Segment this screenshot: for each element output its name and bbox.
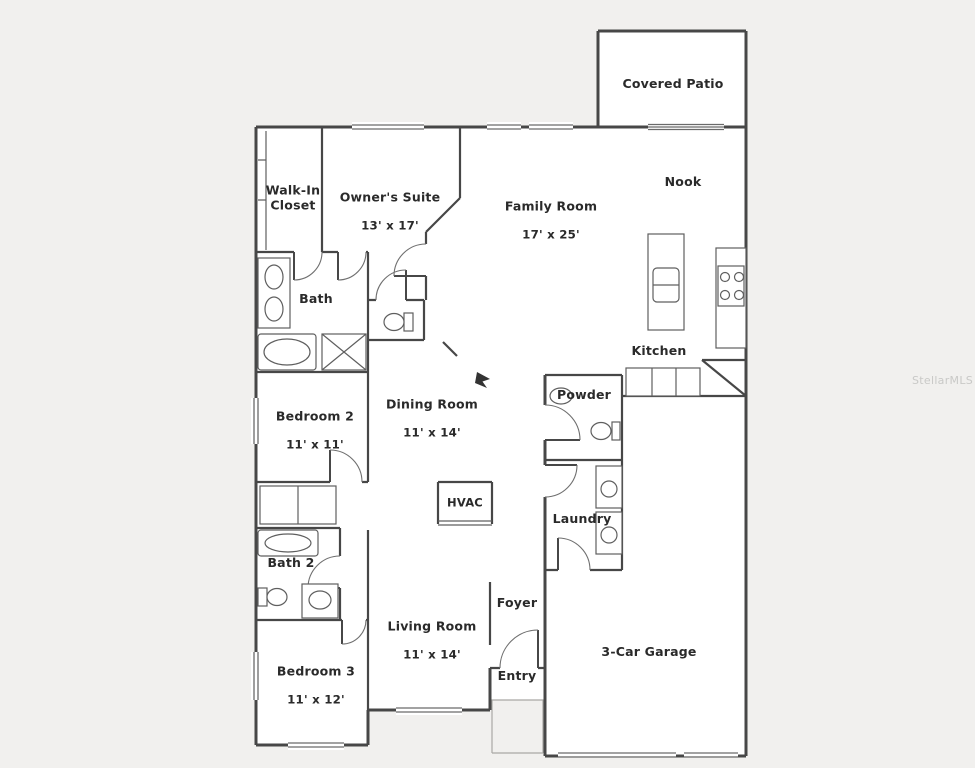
- sink: [264, 264, 284, 290]
- bath2-fixtures: [257, 529, 339, 619]
- angle-marker: [475, 372, 490, 388]
- garage-door-openings: [558, 752, 738, 758]
- label-walk-in-closet: Walk-In Closet: [265, 182, 321, 212]
- label-bedroom-3: Bedroom 3 11' x 12': [276, 663, 356, 707]
- toilet: [611, 421, 621, 441]
- label-living-room: Living Room 11' x 14': [387, 618, 477, 662]
- toilet: [403, 312, 414, 332]
- label-owners-suite: Owner's Suite 13' x 17': [339, 189, 441, 233]
- label-foyer: Foyer: [496, 594, 538, 610]
- hvac-louver-door: [438, 520, 492, 526]
- label-bedroom-2: Bedroom 2 11' x 11': [275, 408, 355, 452]
- powder-fixtures: [549, 387, 621, 441]
- owners-bath-fixtures: [257, 257, 414, 371]
- interior-walls: [256, 127, 747, 710]
- label-nook: Nook: [664, 173, 702, 189]
- watermark-stellarmls: StellarMLS: [912, 374, 974, 387]
- label-bath: Bath: [299, 290, 333, 306]
- label-covered-patio: Covered Patio: [622, 75, 724, 91]
- linen-shelves: [259, 485, 337, 525]
- label-garage: 3-Car Garage: [601, 643, 697, 659]
- kitchen-fixtures: [625, 233, 747, 397]
- label-family-room: Family Room 17' x 25': [504, 198, 598, 242]
- range: [717, 265, 745, 307]
- label-hvac: HVAC: [447, 495, 483, 510]
- appliance-counter: [625, 367, 701, 397]
- label-dining-room: Dining Room 11' x 14': [385, 396, 479, 440]
- patio-floor: [598, 31, 746, 127]
- closet-shelving: [258, 131, 267, 250]
- toilet: [257, 587, 268, 607]
- patio-slider-door: [648, 123, 724, 131]
- sink: [308, 590, 332, 610]
- windows: [251, 122, 724, 750]
- entry-porch-outline: [490, 699, 545, 754]
- house-floor: [256, 127, 746, 756]
- label-powder: Powder: [556, 386, 612, 402]
- door-swings: [293, 243, 591, 669]
- sink: [264, 296, 284, 322]
- label-entry: Entry: [497, 667, 537, 683]
- sink: [549, 387, 573, 405]
- label-kitchen: Kitchen: [631, 342, 687, 358]
- washer-dryer: [595, 465, 623, 555]
- label-bath-2: Bath 2: [267, 554, 315, 570]
- label-laundry: Laundry: [552, 510, 612, 526]
